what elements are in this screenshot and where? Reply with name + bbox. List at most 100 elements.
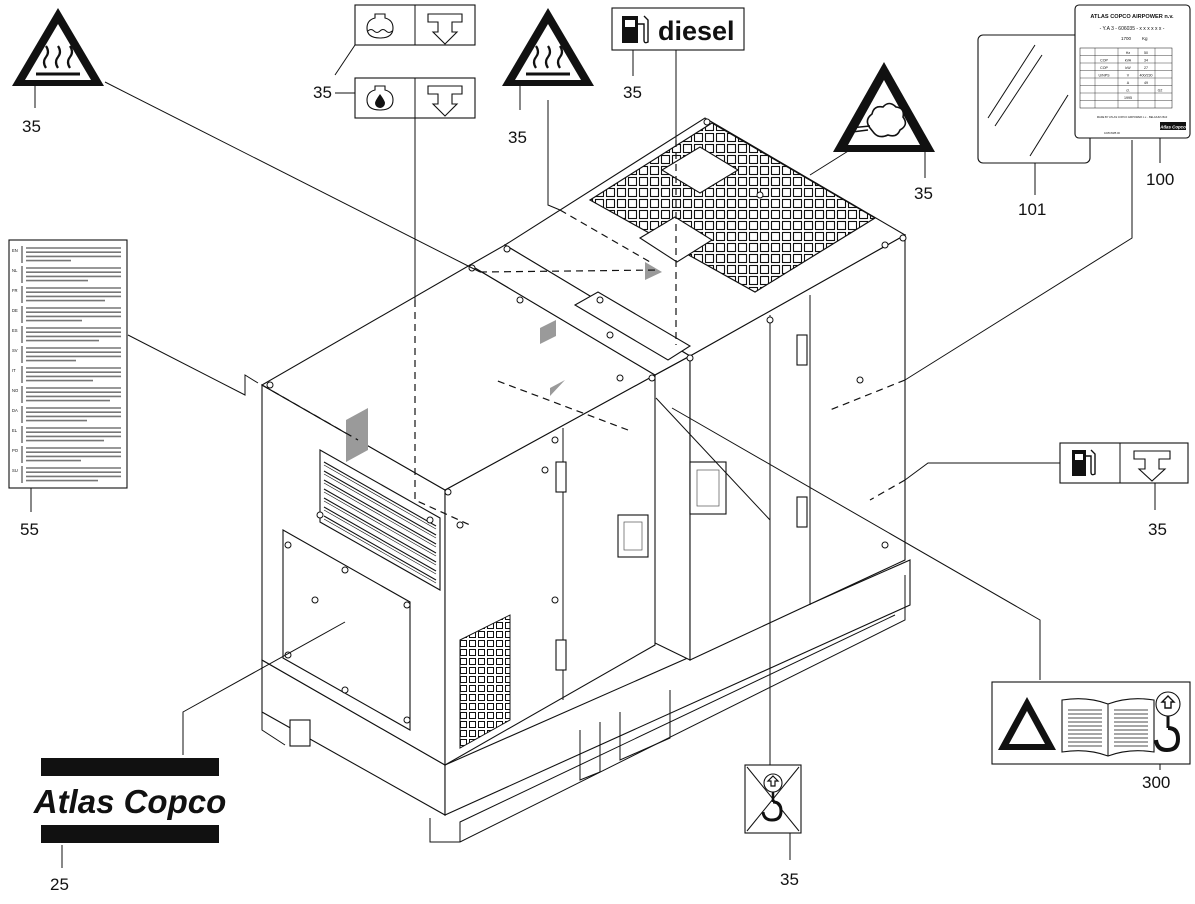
callout-coolant: 35: [313, 83, 332, 102]
access-panel: [282, 529, 411, 731]
dataplate-cell: Hz: [1126, 51, 1131, 55]
dataplate-serial: 1635 8485 00: [1104, 131, 1120, 135]
manual-lang-code: IT: [12, 368, 16, 373]
callout-exhaust: 35: [914, 184, 933, 203]
lifting-hook-icon: [1154, 691, 1181, 753]
logo-bar-bottom: [41, 825, 219, 843]
skid-inner: [459, 614, 896, 842]
leader-hot-left: [104, 81, 481, 273]
intake-louvre: [319, 449, 441, 591]
rear-door-handle-inner: [696, 469, 720, 507]
top-grille: [588, 122, 877, 293]
dataplate-cell: 50: [1144, 51, 1148, 55]
no-lift-hook-icon: [746, 766, 800, 832]
front-hinge-bottom: [555, 639, 567, 671]
manual-lang-code: EN: [12, 248, 18, 253]
front-vent-grille: [459, 614, 511, 749]
channel-edge: [654, 355, 691, 376]
diesel-label: diesel 35: [611, 7, 745, 102]
oil-drain-label: [335, 77, 476, 119]
front-door-handle-inner: [623, 521, 643, 551]
label-area-shade-3: [550, 380, 565, 396]
leader-logo: [182, 621, 346, 755]
front-hinge-top: [555, 461, 567, 493]
fuel-drain-label-right: 35: [1059, 442, 1189, 539]
front-door-handle: [617, 514, 649, 558]
glass-plate-shape: [977, 34, 1091, 164]
leader-dataplate-dash: [829, 379, 906, 411]
dataplate-model: - Y.A 3 - 606035 - x x x x x x -: [1100, 26, 1165, 32]
leader-manual: [127, 334, 259, 396]
dataplate-cell: V: [1127, 74, 1130, 78]
top-grille-cap: [660, 146, 740, 194]
dataplate-cell: cl.: [1126, 89, 1130, 93]
dataplate-cell: kW: [1125, 66, 1131, 70]
channel-rail: [573, 291, 692, 361]
manual-lang-code: PO: [12, 448, 19, 453]
dataplate-cell: 34: [1144, 59, 1148, 63]
label-area-shade-2: [540, 320, 556, 344]
louvre-slats: [323, 461, 437, 584]
coolant-drain-label: 35: [313, 4, 476, 102]
dataplate-brand: Atlas Copco: [1159, 125, 1186, 130]
callout-diesel: 35: [623, 83, 642, 102]
leader-exhaust: [809, 147, 854, 176]
leader-fuel-right: [904, 462, 1060, 481]
callout-manual: 55: [20, 520, 39, 539]
general-warning-label: 300: [991, 681, 1191, 792]
fuel-pump-icon: [1072, 450, 1086, 476]
logo-text: Atlas Copco: [33, 783, 227, 820]
data-plate-shape: [1074, 4, 1191, 139]
label-area-shade-1: [346, 408, 368, 462]
no-lift-hook-label: 35: [744, 764, 802, 889]
manual-lang-code: DA: [12, 408, 18, 413]
callout-glass: 101: [1018, 200, 1046, 219]
manual-lang-code: SV: [12, 348, 18, 353]
manual-book-icon: [1061, 698, 1155, 757]
dataplate-footer: MADE BY ATLAS COPCO AIRPOWER n.v. - BELG…: [1097, 115, 1168, 119]
rear-hinge-bottom: [796, 496, 808, 528]
logo-bar-top: [41, 758, 219, 776]
manual-lang-code: NO: [12, 388, 19, 393]
manual-lang-code: ES: [12, 328, 18, 333]
exhaust-warning-label: 35: [833, 62, 935, 203]
leader-hot-mid-dash: [559, 209, 651, 263]
dataplate-cell: COP: [1100, 59, 1108, 63]
leader-hot-left-dash: [479, 269, 661, 273]
dataplate-cell: U/NPS: [1099, 74, 1111, 78]
leader-hook: [655, 397, 771, 765]
dataplate-cell: 27: [1144, 66, 1148, 70]
dataplate-cell: 400/230: [1140, 74, 1153, 78]
rear-hinge-top: [796, 334, 808, 366]
fork-slot-right: [619, 690, 671, 761]
glass-plate: 101: [977, 34, 1091, 219]
callout-hot-mid: 35: [508, 128, 527, 147]
fork-slot-left: [289, 719, 311, 747]
housing-bolts: [266, 118, 907, 724]
dataplate-header: ATLAS COPCO AIRPOWER n.v.: [1090, 14, 1174, 20]
hot-surface-label-mid: 35: [502, 8, 594, 147]
manual-lang-code: EL: [12, 428, 18, 433]
leader-oil-dash: [414, 300, 471, 526]
manual-lang-code: NL: [12, 268, 18, 273]
leader-general: [671, 407, 1041, 680]
leader-fuel-right-dash: [869, 479, 906, 501]
fork-slot-mid: [579, 722, 601, 781]
rear-door-handle: [689, 461, 727, 515]
leader-manual-dash: [261, 384, 359, 441]
dataplate-cell: 49: [1144, 81, 1148, 85]
dataplate-weight-unit: Kg: [1142, 36, 1148, 41]
data-plate: ATLAS COPCO AIRPOWER n.v. - Y.A 3 - 6060…: [1074, 4, 1191, 189]
dataplate-cell: kVA: [1125, 59, 1132, 63]
generator-drawing: [260, 117, 911, 843]
callout-fuel-right: 35: [1148, 520, 1167, 539]
dataplate-cell: 1995: [1124, 96, 1132, 100]
leader-lines: [61, 50, 1161, 868]
label-area-shade-4: [645, 262, 662, 280]
manual-lang-code: DE: [12, 308, 18, 313]
